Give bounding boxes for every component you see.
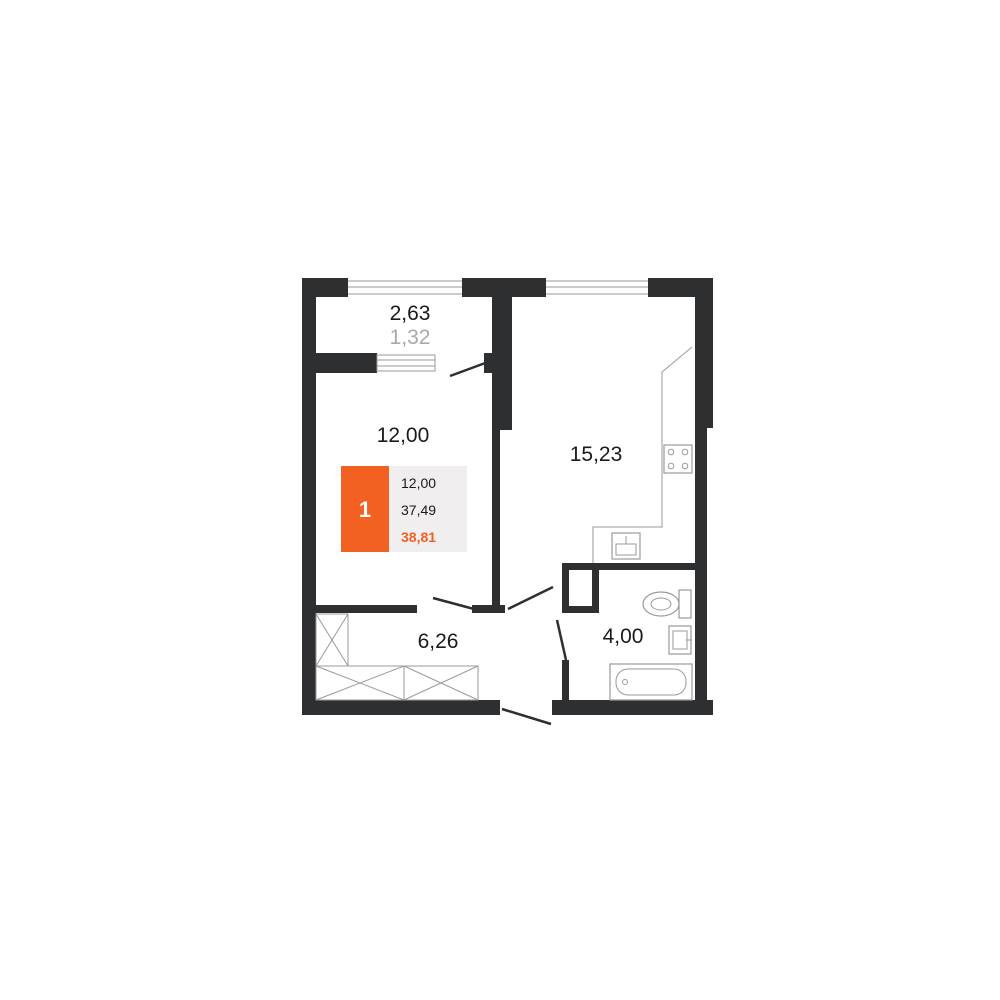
window-balcony	[348, 280, 462, 295]
door-bedroom	[432, 596, 475, 611]
washbasin-icon	[668, 625, 692, 655]
wall-right-outer-upper	[695, 278, 713, 428]
balcony-area: 2,63	[390, 302, 431, 325]
room-labels: 2,63 1,32 12,00 15,23 6,26 4,00	[377, 302, 644, 653]
living-area-value: 12,00	[401, 475, 436, 491]
wardrobe-icon	[315, 613, 479, 701]
bathtub-icon	[609, 663, 693, 701]
wall-bathroom-notch-vertical	[592, 570, 599, 613]
bathroom-fixtures	[609, 589, 693, 701]
hallway-area: 6,26	[418, 630, 459, 653]
kitchen-living-area: 15,23	[570, 443, 623, 466]
wall-central-upper	[492, 297, 512, 430]
total-with-balcony-value: 38,81	[401, 529, 436, 545]
wall-hallway-divider	[316, 605, 417, 613]
stove-icon	[663, 444, 693, 474]
wall-top-segment	[302, 278, 348, 297]
wall-right-outer-lower	[695, 428, 707, 715]
wall-bathroom-notch	[562, 606, 599, 613]
room-count-block	[341, 466, 389, 552]
kitchen-sink-icon	[611, 532, 641, 560]
windows	[348, 280, 648, 372]
wall-left-outer	[302, 278, 316, 715]
bathroom-area: 4,00	[603, 625, 644, 648]
wall-central-lower	[492, 430, 500, 605]
wall-central-bottom	[472, 605, 505, 613]
door-balcony	[449, 360, 489, 378]
apartment-info-badge: 1 12,00 37,49 38,81	[341, 466, 467, 552]
window-balcony-door	[376, 354, 436, 372]
total-area-value: 37,49	[401, 502, 436, 518]
window-kitchen	[546, 280, 648, 295]
kitchen-counter	[592, 346, 693, 563]
door-entrance	[501, 707, 552, 726]
bedroom-area: 12,00	[377, 424, 430, 447]
wall-top-segment	[462, 278, 546, 297]
wall-bathroom-lower-left	[562, 660, 569, 715]
wall-bathroom-left	[562, 563, 569, 613]
doors	[432, 360, 568, 726]
walls	[302, 278, 713, 715]
wall-bottom-right	[552, 700, 713, 715]
door-kitchen	[507, 585, 554, 611]
balcony-reduced-area: 1,32	[390, 326, 431, 349]
door-bathroom	[555, 619, 568, 661]
wall-bathroom-top	[562, 563, 695, 570]
room-count: 1	[359, 497, 371, 522]
kitchen-fixtures	[592, 346, 693, 563]
toilet-icon	[642, 589, 692, 619]
wall-balcony	[302, 353, 377, 373]
wall-bottom-left	[302, 700, 500, 715]
